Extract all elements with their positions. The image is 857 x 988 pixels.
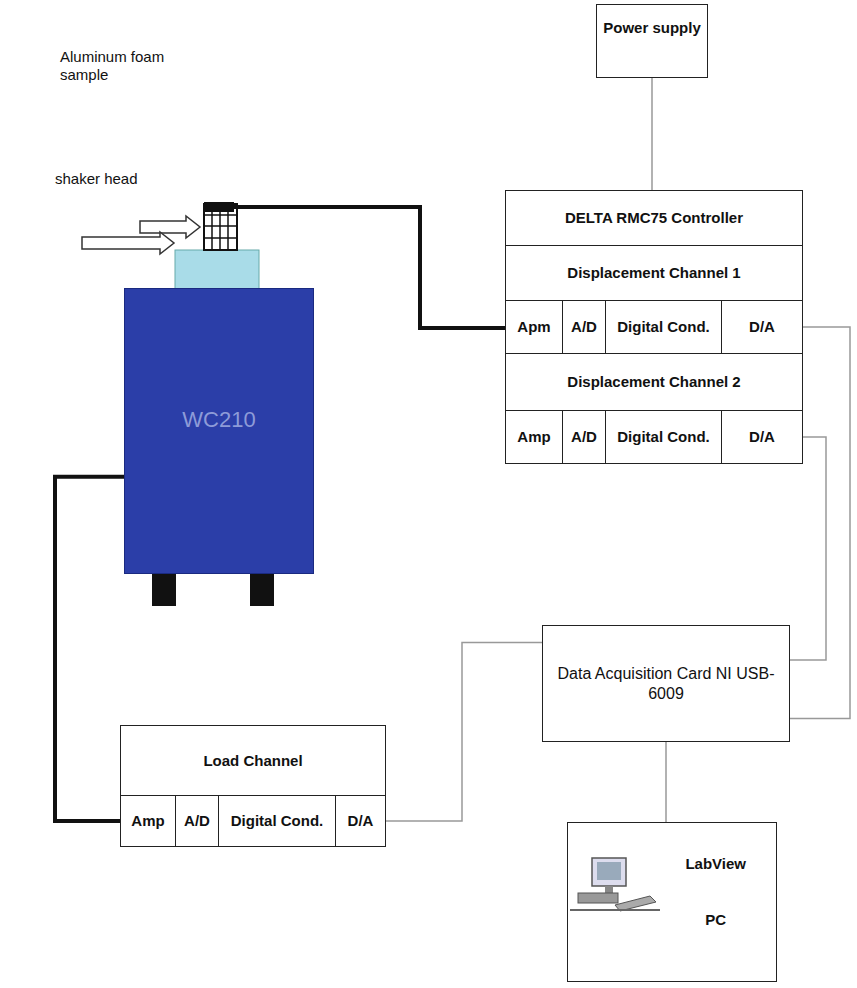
signal-wire (55, 477, 124, 821)
block-box: A/D (562, 410, 606, 464)
block-box: Digital Cond. (605, 300, 722, 354)
node-text: A/D (184, 812, 210, 830)
block-box: Displacement Channel 2 (505, 353, 803, 411)
block-box: Displacement Channel 1 (505, 245, 803, 301)
signal-wire (790, 327, 850, 719)
node-text: D/A (348, 812, 374, 830)
block-box: Apm (505, 300, 563, 354)
node-text: D/A (749, 428, 775, 446)
node-text: Digital Cond. (617, 428, 710, 446)
node-text: Digital Cond. (617, 318, 710, 336)
block-box: A/D (175, 795, 219, 847)
node-text: WC210 (182, 407, 255, 433)
shaker-leg (250, 572, 274, 606)
node-text: Displacement Channel 1 (567, 264, 740, 282)
pointer-arrow (140, 216, 200, 238)
node-text: Data Acquisition Card NI USB- 6009 (557, 664, 775, 702)
node-text: Apm (517, 318, 550, 336)
block-box: Amp (505, 410, 563, 464)
block-box: Data Acquisition Card NI USB- 6009 (542, 625, 790, 742)
sensor-cap (204, 202, 234, 212)
node-text: DELTA RMC75 Controller (565, 209, 743, 227)
node-text: PC (705, 911, 726, 929)
node-text: A/D (571, 318, 597, 336)
block-box: Power supply (596, 4, 708, 78)
part-label: Aluminum foam sample (60, 48, 190, 84)
block-box: Digital Cond. (605, 410, 722, 464)
signal-wire (666, 742, 667, 822)
block-box: A/D (562, 300, 606, 354)
block-box: Digital Cond. (218, 795, 336, 847)
signal-wire (386, 643, 542, 821)
block-box: D/A (721, 410, 803, 464)
node-text: Power supply (603, 19, 701, 37)
block-box: Amp (120, 795, 176, 847)
node-text: Displacement Channel 2 (567, 373, 740, 391)
shaker-head (175, 250, 259, 290)
node-text: Amp (517, 428, 550, 446)
pointer-arrow (82, 232, 174, 254)
signal-wire (790, 437, 826, 660)
node-text: A/D (571, 428, 597, 446)
block-box: Load Channel (120, 725, 386, 796)
node-text: Amp (131, 812, 164, 830)
block-box: DELTA RMC75 Controller (505, 190, 803, 246)
part-label: shaker head (55, 170, 175, 188)
node-text: D/A (749, 318, 775, 336)
shaker-leg (152, 572, 176, 606)
block-box: D/A (335, 795, 386, 847)
block-box: D/A (721, 300, 803, 354)
node-text: Digital Cond. (231, 812, 324, 830)
pc-box: LabViewPC (567, 822, 777, 982)
signal-wire (652, 78, 653, 190)
shaker-body: WC210 (124, 288, 314, 574)
node-text: LabView (685, 855, 746, 873)
node-text: Load Channel (203, 752, 302, 770)
